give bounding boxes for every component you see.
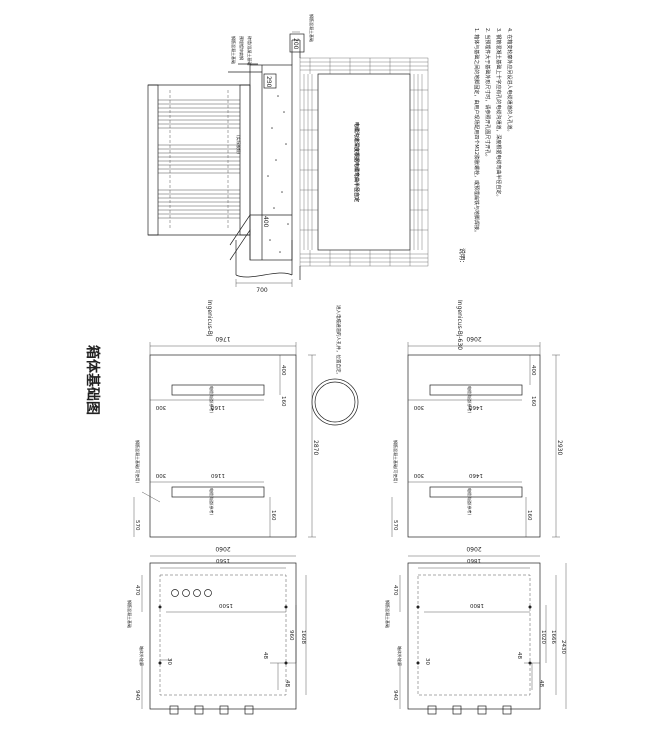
model2-plan: 2060 Ingenicus-BJ-630 电缆沟道(参考) 1460 300 … xyxy=(391,300,563,538)
model2-base: 2060 1860 1800 470 940 钢筋混凝土基础 箱体外轮廓 30 … xyxy=(385,545,567,715)
m2-slot2-offset: 300 xyxy=(413,472,424,478)
m2-side-label: 钢筋混凝土基础(可使用) xyxy=(393,440,399,484)
m1-slot2-offset: 300 xyxy=(155,472,166,478)
m2-slot1-label: 电缆沟道(参考) xyxy=(467,386,473,414)
m2-d48b: 48 xyxy=(538,680,544,687)
m1-slot2-width: 1160 xyxy=(211,472,225,478)
note-1: 1. 箱体与基础之间的地脚固定，由用户现场配用四个M12膨胀螺栓，或预埋扁铁与地… xyxy=(473,28,480,235)
m1-plan-width: 1760 xyxy=(215,335,230,342)
m2-slot1-offset: 300 xyxy=(413,404,424,410)
m2-bottom-gap: 570 xyxy=(392,520,398,531)
m1-slot1-width: 1160 xyxy=(211,404,225,410)
m2-cable-span: 1800 xyxy=(470,602,484,608)
m2-base-inner: 1860 xyxy=(467,557,481,563)
model1-base: 2060 1560 1500 470 940 钢筋混凝土基础 箱体外轮廓 30 xyxy=(127,545,307,715)
m2-slot2-width: 1460 xyxy=(469,472,483,478)
section-label-2: 钢筋混凝土基础 xyxy=(309,14,315,42)
m2-base-label2: 箱体外轮廓 xyxy=(397,646,403,666)
m2-top-gap: 400 xyxy=(530,365,536,376)
m1-base-label2: 箱体外轮廓 xyxy=(139,646,145,666)
note-2: 2. 当预埋件大于基础外形尺寸时，请参照开孔图尺寸开孔。 xyxy=(484,28,491,159)
m1-bottom-gap: 570 xyxy=(134,520,140,531)
manhole: 进入电缆通道的人孔井，位置自定。 xyxy=(311,305,359,426)
section-label-4: 砖墙/混凝土基础 xyxy=(247,36,253,65)
m1-d470: 470 xyxy=(134,585,140,596)
m1-base-inner: 1560 xyxy=(216,557,230,563)
m2-plan-width: 2060 xyxy=(466,335,481,342)
m2-base-outer: 2060 xyxy=(466,545,481,552)
m1-slot-h1: 160 xyxy=(280,396,286,407)
manhole-label: 进入电缆通道的人孔井，位置自定。 xyxy=(335,305,342,377)
m2-slot-h1: 160 xyxy=(530,396,536,407)
m1-cable-span: 1500 xyxy=(219,602,233,608)
dim-700: 700 xyxy=(256,287,268,294)
m1-slot1-offset: 300 xyxy=(155,404,166,410)
m1-base-outer: 2060 xyxy=(215,545,230,552)
m2-slot2-label: 电缆沟道(参考) xyxy=(467,488,473,516)
m1-d940: 940 xyxy=(134,690,140,701)
m1-d30: 30 xyxy=(166,658,172,665)
note-3: 3. 钢筋混凝土基础上十字应有孔的电缆沟通道，深度根据电缆弯曲半径自定。 xyxy=(495,28,502,199)
m1-slot-h2: 160 xyxy=(270,510,276,521)
dim-400: 400 xyxy=(262,216,269,228)
m2-d30: 30 xyxy=(424,658,430,665)
section-label-3: 预埋镀锌扁钢 xyxy=(239,36,245,60)
m2-name: Ingenicus-BJ-630 xyxy=(456,300,463,350)
m1-d48a: 48 xyxy=(262,652,268,659)
m2-plan-height: 2930 xyxy=(556,440,563,455)
section-small-label: (实际按照) xyxy=(236,135,242,155)
notes: 说明： 1. 箱体与基础之间的地脚固定，由用户现场配用四个M12膨胀螺栓，或预埋… xyxy=(458,28,513,266)
model1-plan: 1760 Ingenicus-BJ 电缆沟道(参考) 1160 300 400 … xyxy=(133,300,319,538)
m1-d48b: 48 xyxy=(284,680,290,687)
dim-200: 200 xyxy=(292,38,299,50)
drawing-title: 箱体基础图 xyxy=(84,345,101,415)
m2-slot-h2: 160 xyxy=(526,510,532,521)
section-view: 钢筋混凝土基础 预埋镀锌扁钢 砖墙/混凝土基础 钢筋混凝土基础 200 230 … xyxy=(147,14,429,294)
m2-d1020: 1020 xyxy=(540,630,546,644)
m1-d960: 960 xyxy=(288,630,294,641)
m2-d2430: 2430 xyxy=(560,640,566,654)
m2-d48a: 48 xyxy=(516,652,522,659)
m1-slot1-label: 电缆沟道(参考) xyxy=(209,386,215,414)
m2-base-label1: 钢筋混凝土基础 xyxy=(385,600,391,628)
m1-side-label: 钢筋混凝土基础(可使用) xyxy=(135,440,141,484)
m2-d470: 470 xyxy=(392,585,398,596)
m1-base-label1: 钢筋混凝土基础 xyxy=(127,600,133,628)
m1-top-gap: 400 xyxy=(280,365,286,376)
note-4: 4. 在箱变轮廓外应另设进人电缆通道的人孔道。 xyxy=(506,28,513,134)
m1-d1608: 1608 xyxy=(300,630,306,644)
section-label-1: 钢筋混凝土基础 xyxy=(231,36,237,64)
dim-230: 230 xyxy=(265,76,272,88)
m1-plan-height: 2870 xyxy=(312,440,319,455)
m1-slot2-label: 电缆沟道(参考) xyxy=(209,488,215,516)
m2-d940: 940 xyxy=(392,690,398,701)
section-heading: 电缆沟道深度根据电缆弯曲半径自定 xyxy=(353,122,360,202)
m2-slot1-width: 1460 xyxy=(469,404,483,410)
m2-d1666: 1666 xyxy=(550,630,556,644)
m1-name: Ingenicus-BJ xyxy=(206,300,213,337)
notes-header: 说明： xyxy=(458,248,466,266)
